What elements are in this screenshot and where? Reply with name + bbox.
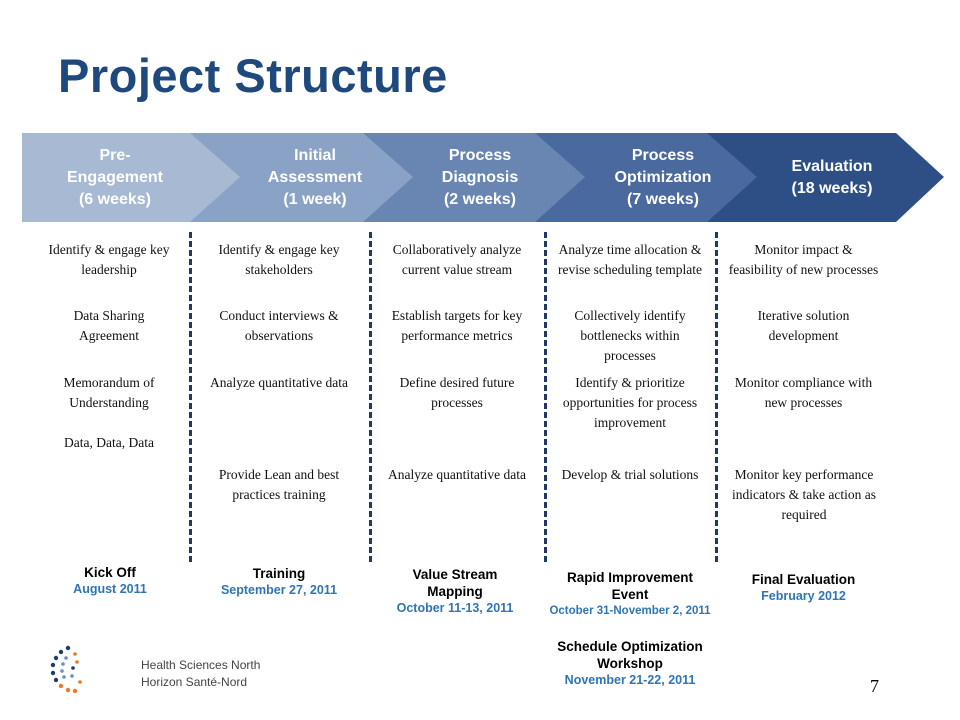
task-item: Define desired future processes	[399, 375, 515, 410]
milestone-date: October 31-November 2, 2011	[549, 605, 711, 617]
milestone-value-stream-mapping: Value Stream Mapping October 11-13, 2011	[380, 566, 530, 617]
chevron-pre-engagement	[22, 133, 245, 222]
chevron-process-diagnosis	[363, 133, 590, 222]
milestone-name: Final Evaluation	[751, 572, 856, 587]
task-item: Memorandum of Understanding	[63, 375, 155, 410]
task-item: Analyze quantitative data	[388, 467, 526, 482]
milestone-date: February 2012	[761, 589, 846, 603]
task-item: Identify & prioritize opportunities for …	[562, 375, 698, 430]
task-item: Analyze quantitative data	[210, 375, 348, 390]
hsn-logo: Health Sciences North Horizon Santé-Nord	[44, 642, 260, 702]
logo-text-en: Health Sciences North	[141, 658, 261, 672]
page-title: Project Structure	[58, 49, 448, 102]
task-item: Identify & engage key leadership	[48, 242, 170, 277]
column-divider	[544, 232, 547, 562]
task-item: Conduct interviews & observations	[219, 308, 339, 343]
task-item: Identify & engage key stakeholders	[218, 242, 340, 277]
task-item: Develop & trial solutions	[561, 467, 699, 482]
milestone-final-evaluation: Final Evaluation February 2012	[726, 571, 881, 605]
chevron-process-optimization	[535, 133, 762, 222]
task-item: Monitor compliance with new processes	[734, 375, 873, 410]
task-item: Monitor key performance indicators & tak…	[732, 467, 876, 522]
task-item: Monitor impact & feasibility of new proc…	[728, 242, 879, 277]
task-item: Collectively identify bottlenecks within…	[574, 308, 686, 363]
phase-label-pre-engagement: Pre-Engagement(6 weeks)	[66, 147, 163, 208]
chevron-initial-assessment	[190, 133, 418, 222]
chevron-evaluation	[707, 133, 944, 222]
milestone-date: August 2011	[73, 582, 147, 596]
column-divider	[715, 232, 718, 562]
milestone-name: Training	[252, 566, 306, 581]
task-item: Provide Lean and best practices training	[218, 467, 340, 502]
task-item: Establish targets for key performance me…	[391, 308, 523, 343]
milestone-name: Kick Off	[84, 565, 136, 580]
milestone-schedule-optimization: Schedule Optimization Workshop November …	[535, 638, 725, 689]
hsn-logo-mark-icon	[50, 645, 82, 694]
milestone-name: Value Stream Mapping	[412, 567, 498, 599]
task-item: Iterative solution development	[757, 308, 850, 343]
task-item: Data Sharing Agreement	[73, 308, 145, 343]
milestone-name: Rapid Improvement Event	[566, 570, 694, 602]
milestone-rapid-improvement: Rapid Improvement Event October 31-Novem…	[535, 569, 725, 620]
milestone-kick-off: Kick Off August 2011	[45, 564, 175, 598]
column-divider	[189, 232, 192, 562]
milestone-name: Schedule Optimization Workshop	[557, 639, 703, 671]
logo-text-fr: Horizon Santé-Nord	[141, 675, 248, 689]
page-number: 7	[870, 676, 879, 696]
task-item: Analyze time allocation & revise schedul…	[558, 242, 702, 277]
milestone-date: October 11-13, 2011	[396, 601, 514, 615]
task-item: Collaboratively analyze current value st…	[392, 242, 522, 277]
phase-label-evaluation: Evaluation(18 weeks)	[791, 158, 873, 197]
milestone-date: November 21-22, 2011	[564, 673, 696, 687]
task-item: Data, Data, Data	[64, 435, 154, 450]
milestone-training: Training September 27, 2011	[200, 565, 358, 599]
column-divider	[369, 232, 372, 562]
milestone-date: September 27, 2011	[220, 583, 338, 597]
